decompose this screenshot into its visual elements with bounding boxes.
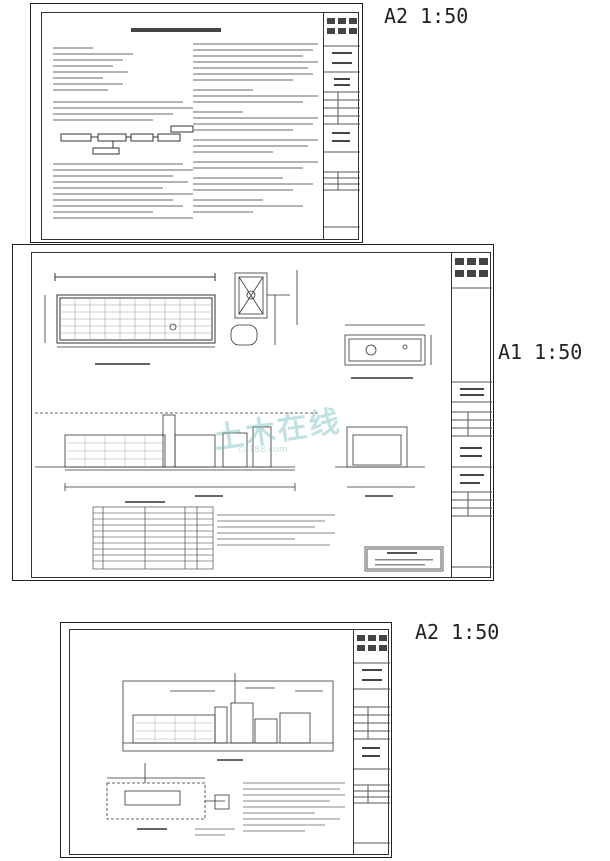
sheet-1-frame: [41, 12, 359, 240]
sheet-3-drawings: [106, 673, 345, 836]
drawing-sheet-1: [30, 3, 363, 243]
watermark-url: co188.com: [238, 445, 288, 455]
drawing-sheet-2: 土木在线 co188.com: [12, 244, 494, 581]
sheet-2-scale-label: A1 1:50: [498, 340, 583, 364]
sheet-1-notes-right: [193, 43, 318, 213]
sheet-2-drawings: [35, 270, 444, 572]
sheet-2-frame: [31, 252, 491, 578]
drawing-sheet-3: [60, 622, 392, 858]
sheet-3-scale-label: A2 1:50: [415, 620, 500, 644]
sheet-2-title-block: [451, 252, 492, 578]
sheet-1-notes-left: [53, 47, 194, 219]
sheet-1-scale-label: A2 1:50: [384, 4, 469, 28]
sheet-3-frame: [69, 629, 389, 855]
sheet-1-title: [131, 28, 221, 32]
sheet-1-title-block: [323, 12, 360, 240]
sheet-3-title-block: [353, 629, 390, 855]
